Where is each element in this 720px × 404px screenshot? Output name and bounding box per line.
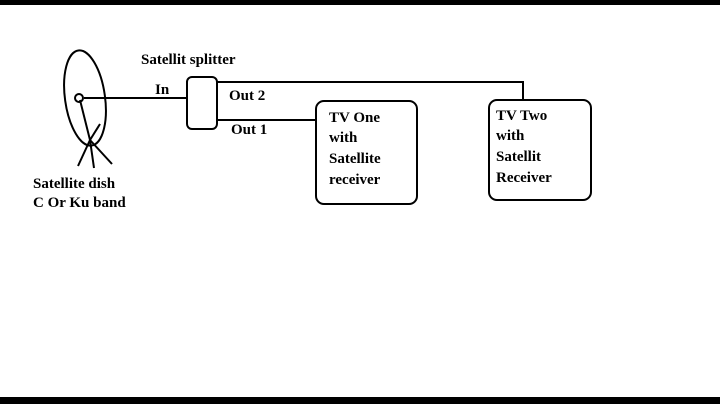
tv-two-line3: Satellit bbox=[496, 149, 541, 165]
tv-two-line2: with bbox=[496, 128, 525, 144]
dish-arm bbox=[79, 99, 91, 141]
dish-label-line2: C Or Ku band bbox=[33, 195, 126, 211]
dish-brace bbox=[89, 123, 101, 141]
port-out2-label: Out 2 bbox=[229, 88, 265, 104]
tv-two-box bbox=[488, 99, 592, 201]
satellite-dish bbox=[63, 49, 113, 169]
dish-leg-center bbox=[89, 139, 95, 169]
out2-cable bbox=[217, 81, 524, 100]
bottom-border bbox=[0, 397, 720, 404]
splitter-label: Satellit splitter bbox=[141, 52, 236, 68]
port-in-label: In bbox=[155, 82, 170, 98]
dish-leg-right bbox=[89, 139, 113, 165]
tv-one-line3: Satellite bbox=[329, 151, 381, 167]
port-out1-label: Out 1 bbox=[231, 122, 267, 138]
tv-one-line1: TV One bbox=[329, 110, 380, 126]
tv-one-box bbox=[315, 100, 418, 205]
tv-one-line2: with bbox=[329, 130, 358, 146]
splitter-box bbox=[186, 76, 218, 130]
tv-two-line1: TV Two bbox=[496, 108, 547, 124]
dish-feed bbox=[74, 93, 84, 103]
tv-one-line4: receiver bbox=[329, 172, 381, 188]
tv-two-line4: Receiver bbox=[496, 170, 552, 186]
dish-label-line1: Satellite dish bbox=[33, 176, 116, 192]
top-border bbox=[0, 0, 720, 5]
dish-leg-left bbox=[77, 139, 91, 167]
